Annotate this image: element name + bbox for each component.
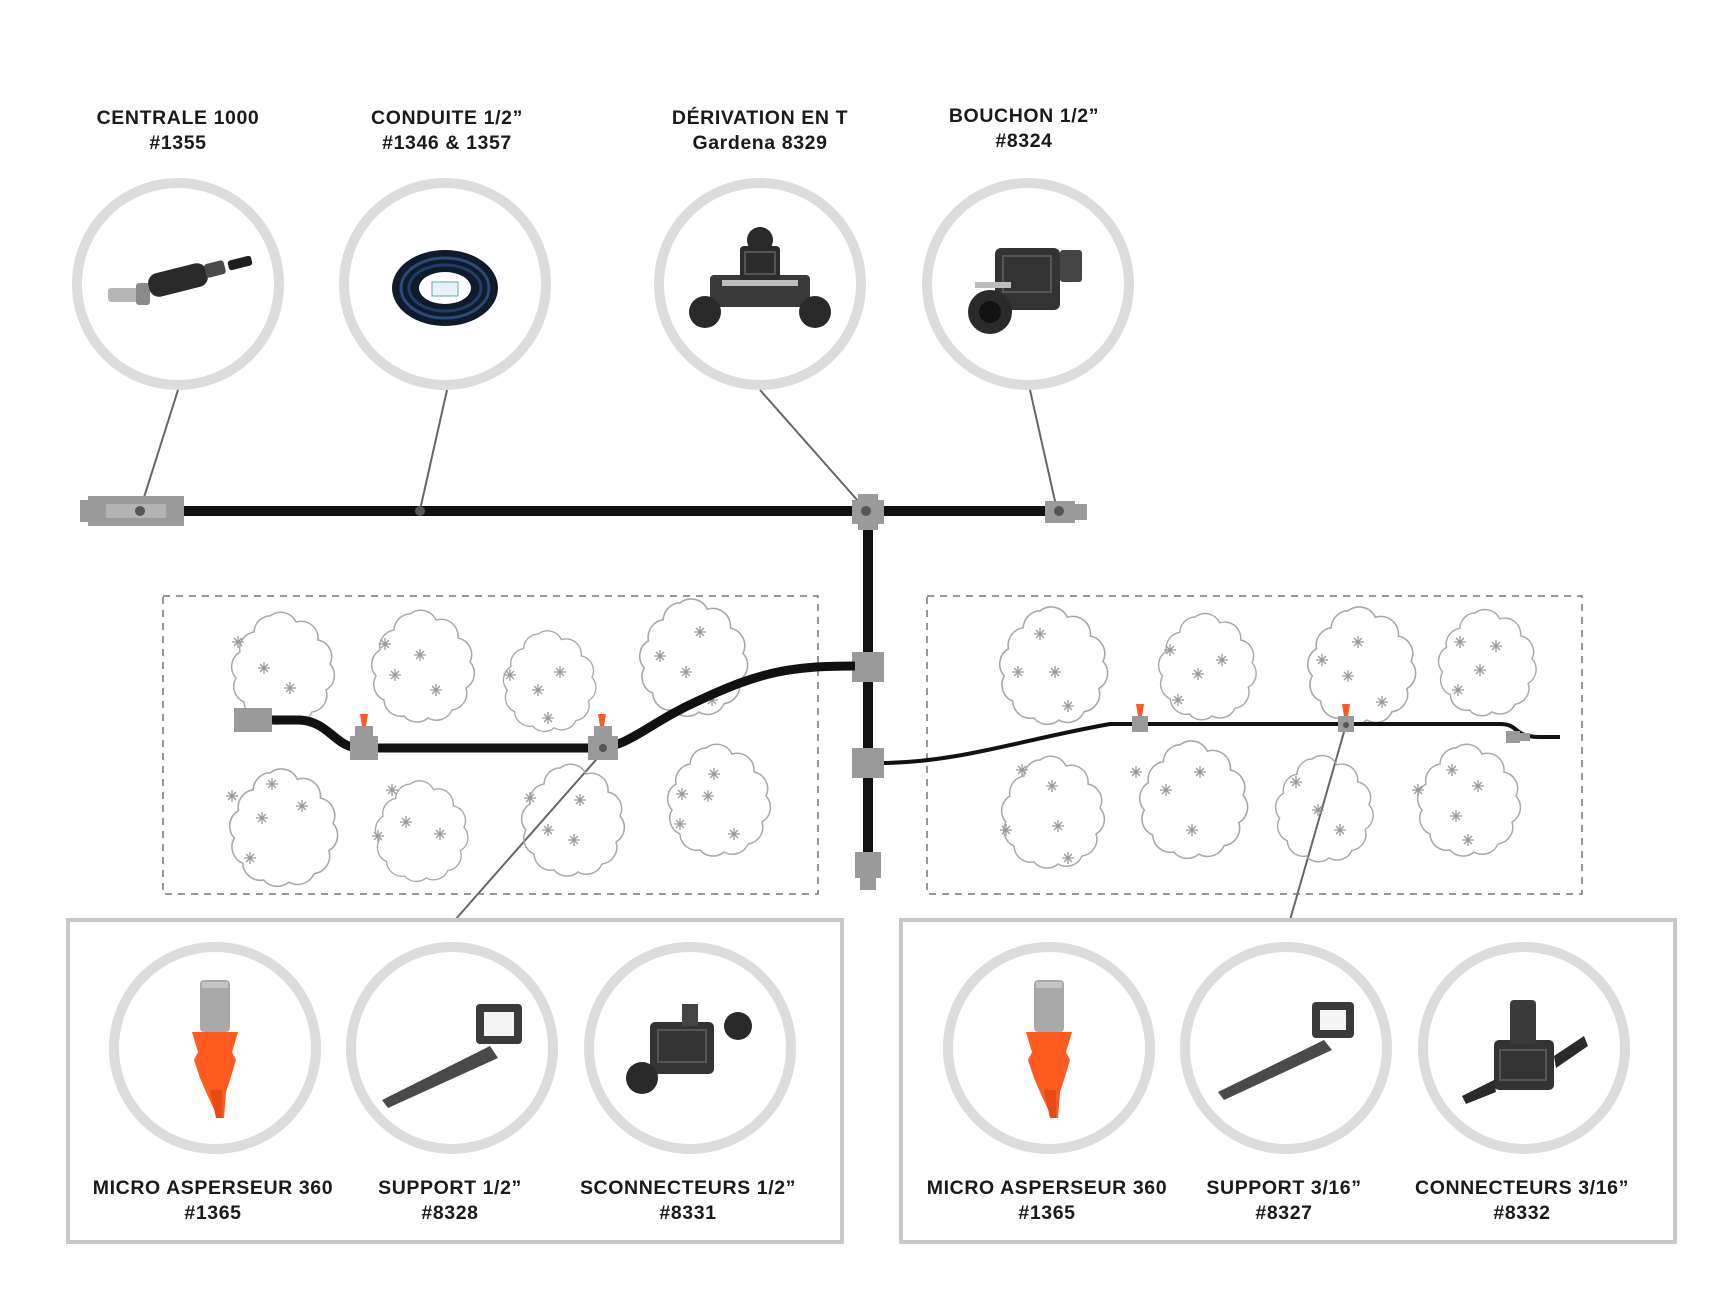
fitting-centrale xyxy=(80,496,184,526)
connector-icon xyxy=(626,1004,752,1094)
leader-lines xyxy=(139,389,1347,921)
kit-rings xyxy=(109,942,1630,1154)
end-cap-icon xyxy=(968,248,1082,334)
t-connector-icon xyxy=(689,227,831,328)
shrubs-left xyxy=(225,598,772,888)
label-derivation-name: DÉRIVATION EN T xyxy=(671,107,849,129)
label-bouchon: BOUCHON 1/2” #8324 xyxy=(874,104,1174,154)
label-centrale: CENTRALE 1000 #1355 xyxy=(28,106,328,156)
label-left-connector-code: #8331 xyxy=(659,1202,717,1224)
label-right-sprinkler: MICRO ASPERSEUR 360 #1365 xyxy=(902,1176,1192,1226)
label-right-connector-name: CONNECTEURS 3/16” xyxy=(1415,1177,1629,1199)
zone-left xyxy=(162,595,819,895)
main-pipe xyxy=(180,506,1050,870)
pipe-marker xyxy=(415,506,425,516)
label-left-sprinkler-name: MICRO ASPERSEUR 360 xyxy=(92,1177,334,1199)
kit-box-left xyxy=(66,918,844,1244)
fitting-t-main xyxy=(852,494,884,530)
left-branch-pipe xyxy=(234,661,856,760)
label-derivation-code: Gardena 8329 xyxy=(692,132,828,154)
stake-support-icon-2 xyxy=(1218,1002,1354,1100)
stake-support-icon xyxy=(382,1004,522,1108)
hose-coil-icon xyxy=(392,250,498,326)
label-right-sprinkler-name: MICRO ASPERSEUR 360 xyxy=(926,1177,1168,1199)
micro-sprinkler-icon-2 xyxy=(1026,980,1072,1118)
label-centrale-name: CENTRALE 1000 xyxy=(96,107,260,129)
connector-icon-2 xyxy=(1462,1000,1588,1104)
label-right-support-code: #8327 xyxy=(1255,1202,1313,1224)
micro-sprinkler-icon xyxy=(192,980,238,1118)
label-left-connector-name: SCONNECTEURS 1/2” xyxy=(579,1177,797,1199)
label-left-support-code: #8328 xyxy=(421,1202,479,1224)
label-left-support-name: SUPPORT 1/2” xyxy=(378,1177,522,1199)
label-conduite-name: CONDUITE 1/2” xyxy=(371,107,523,129)
label-conduite: CONDUITE 1/2” #1346 & 1357 xyxy=(297,106,597,156)
fitting-branch-right xyxy=(852,748,884,778)
label-right-sprinkler-code: #1365 xyxy=(1018,1202,1076,1224)
right-branch-pipe xyxy=(883,704,1560,765)
label-left-sprinkler-code: #1365 xyxy=(184,1202,242,1224)
label-right-support: SUPPORT 3/16” #8327 xyxy=(1139,1176,1429,1226)
shrubs-right xyxy=(998,606,1537,869)
kit-box-right xyxy=(899,918,1677,1244)
label-centrale-code: #1355 xyxy=(149,132,207,154)
label-left-sprinkler: MICRO ASPERSEUR 360 #1365 xyxy=(68,1176,358,1226)
label-right-support-name: SUPPORT 3/16” xyxy=(1206,1177,1362,1199)
label-right-connector-code: #8332 xyxy=(1493,1202,1551,1224)
label-right-connector: CONNECTEURS 3/16” #8332 xyxy=(1377,1176,1667,1226)
label-left-connector: SCONNECTEURS 1/2” #8331 xyxy=(543,1176,833,1226)
label-bouchon-code: #8324 xyxy=(995,130,1053,152)
label-conduite-code: #1346 & 1357 xyxy=(382,132,512,154)
zone-right xyxy=(926,595,1583,895)
label-derivation: DÉRIVATION EN T Gardena 8329 xyxy=(610,106,910,156)
fitting-end xyxy=(855,852,881,890)
fitting-bouchon xyxy=(1045,501,1087,523)
fitting-branch-left xyxy=(852,652,884,682)
water-timer-icon xyxy=(108,255,253,305)
label-left-support: SUPPORT 1/2” #8328 xyxy=(305,1176,595,1226)
label-bouchon-name: BOUCHON 1/2” xyxy=(948,105,1100,127)
